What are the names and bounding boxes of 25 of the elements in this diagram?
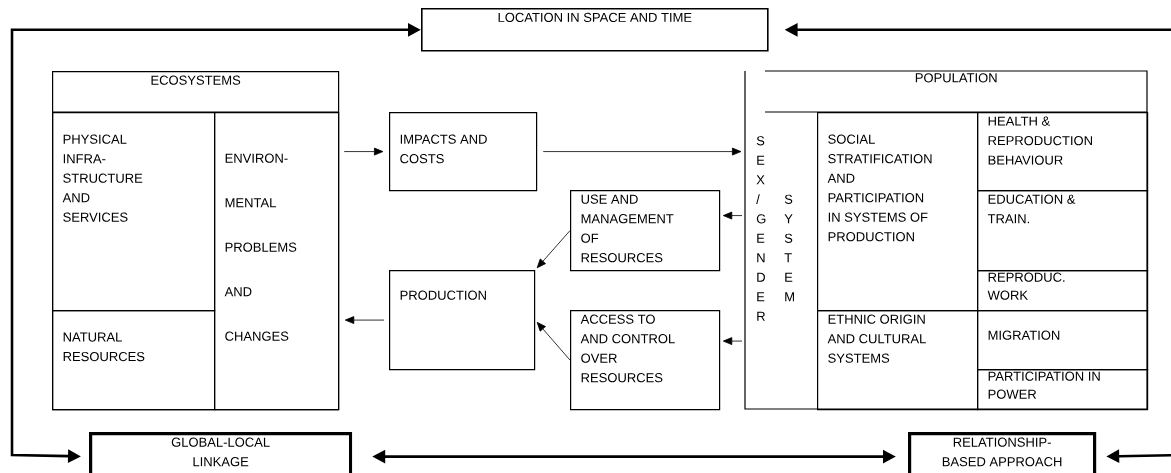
table-cell: ETHNIC ORIGIN AND CULTURAL SYSTEMS <box>817 310 979 411</box>
process-box: IMPACTS AND COSTS <box>389 112 538 192</box>
table-cell: HEALTH & REPRODUCTION BEHAVIOUR <box>977 112 1149 192</box>
arrow <box>536 230 571 269</box>
arrow <box>344 316 385 324</box>
arrow <box>536 322 571 361</box>
arrow <box>542 147 742 156</box>
concept-box: RELATIONSHIP-BASED APPROACH <box>908 432 1097 473</box>
table-cell: NATURAL RESOURCES <box>52 310 216 411</box>
table-cell: EDUCATION & TRAIN. <box>977 190 1149 272</box>
table-cell: SOCIAL STRATIFICATION AND PARTICIPATION IN SYSTEMS OF PRODUCTION <box>817 112 979 312</box>
table-cell: PHYSICAL INFRA-STRUCTURE AND SERVICES <box>52 112 216 312</box>
process-box: PRODUCTION <box>389 270 536 371</box>
concept-box: GLOBAL-LOCAL LINKAGE <box>89 432 353 473</box>
table-cell: REPRODUC. WORK <box>977 270 1149 312</box>
vertical-label: SEX / GENDER SYSTEM <box>756 136 794 321</box>
process-box: ACCESS TO AND CONTROL OVER RESOURCES <box>570 310 721 411</box>
table-cell: MIGRATION <box>977 310 1149 371</box>
arrow <box>722 211 743 220</box>
arrow <box>343 147 384 156</box>
arrow <box>722 337 743 345</box>
table-cell: PARTICIPATION IN POWER <box>977 369 1149 411</box>
heading-box: LOCATION IN SPACE AND TIME <box>421 8 769 52</box>
process-box: USE AND MANAGEMENT OF RESOURCES <box>570 190 721 272</box>
table-cell: ENVIRON-MENTAL PROBLEMS AND CHANGES <box>214 112 340 411</box>
